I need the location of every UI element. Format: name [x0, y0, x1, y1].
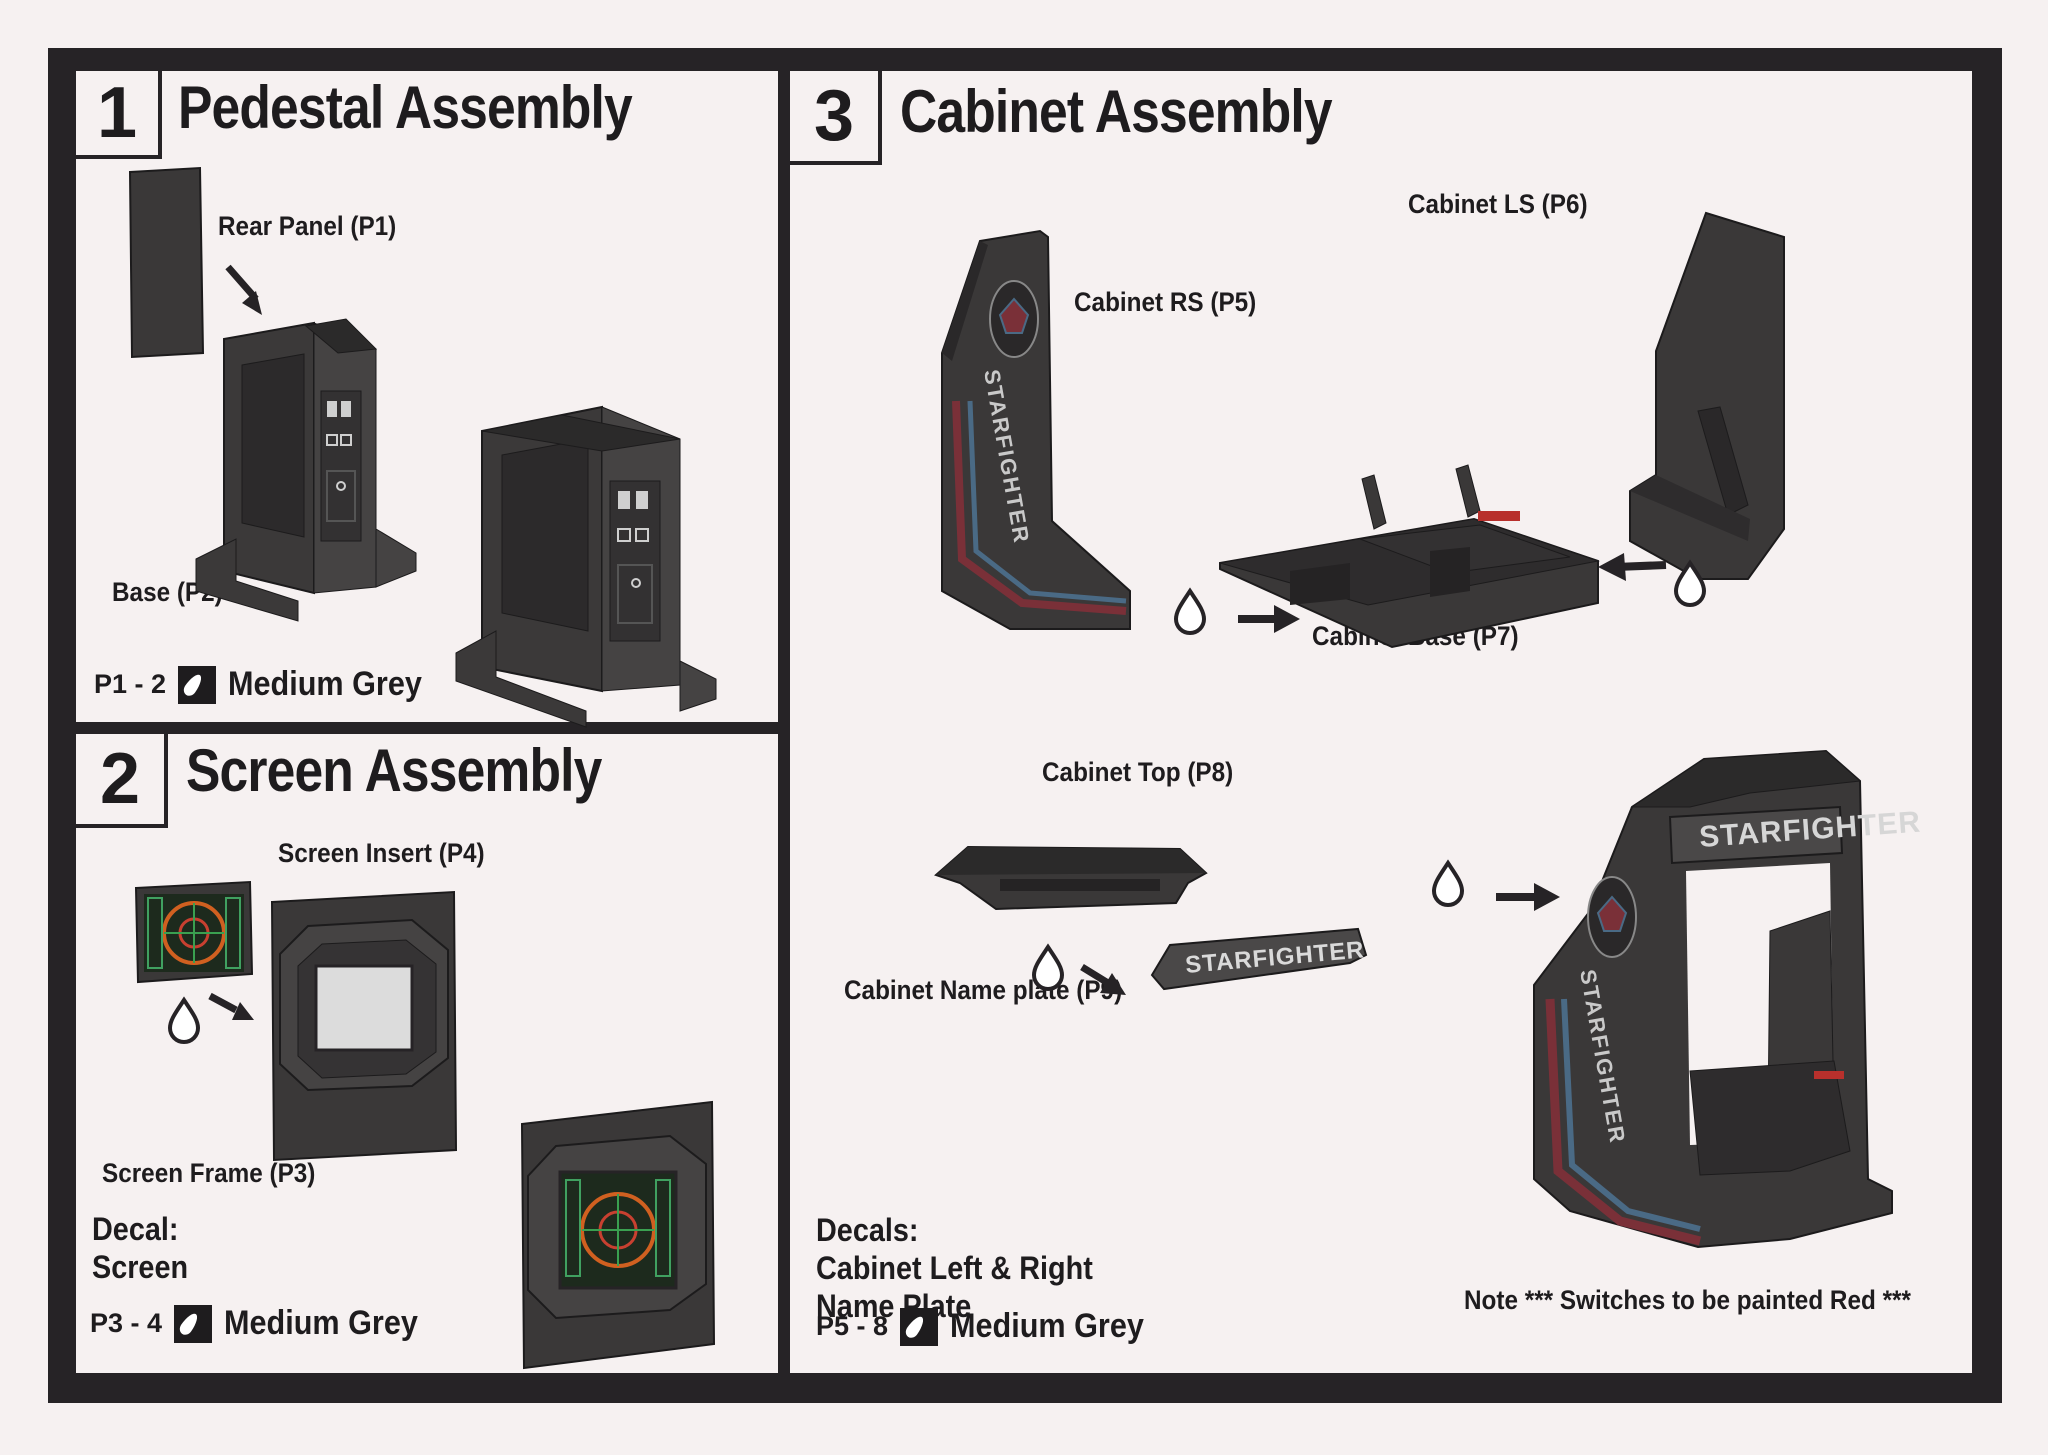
paintbrush-icon — [174, 1304, 213, 1343]
screen-assembled-part — [520, 1100, 716, 1370]
pedestal-assembled-part — [455, 405, 717, 728]
cabinet-title: Cabinet Assembly — [900, 78, 1333, 145]
paint-color: Medium Grey — [228, 665, 422, 703]
screen-frame-part — [270, 890, 458, 1162]
paint-code: P5 - 8 — [816, 1311, 889, 1341]
cabinet-rs-label: Cabinet RS (P5) — [1074, 287, 1257, 317]
instruction-sheet-frame: 1 Pedestal Assembly Rear Panel (P1) Base… — [48, 48, 2002, 1403]
screen-decal-note: Decal: Screen — [92, 1210, 188, 1286]
cabinet-top-label: Cabinet Top (P8) — [1042, 757, 1234, 787]
cabinet-paint-spec: P5 - 8 Medium Grey — [816, 1307, 1165, 1346]
glue-drop-icon — [1174, 589, 1206, 635]
decal-line: Decal: — [92, 1211, 179, 1247]
paintbrush-icon — [178, 665, 217, 704]
screen-parts-illustration — [134, 880, 716, 1370]
name-plate-label: Cabinet Name plate (P9) — [844, 975, 1123, 1005]
paint-color: Medium Grey — [950, 1307, 1144, 1345]
cabinet-ls-label: Cabinet LS (P6) — [1408, 189, 1588, 219]
cabinet-rs-part: STARFIGHTER — [941, 229, 1131, 630]
pedestal-title: Pedestal Assembly — [178, 74, 633, 141]
paintbrush-icon — [900, 1307, 939, 1346]
paint-code: P1 - 2 — [94, 669, 167, 699]
pedestal-base-part — [195, 318, 417, 622]
glue-drop-icon — [1432, 861, 1464, 907]
pedestal-paint-spec: P1 - 2 Medium Grey — [94, 665, 443, 704]
step-number-1: 1 — [76, 71, 162, 159]
name-plate-part: STARFIGHTER — [1150, 927, 1368, 991]
decal-line: Name Plate — [816, 1288, 972, 1324]
cabinet-assembly-panel: 3 Cabinet Assembly Cabinet LS (P6) Cabin… — [790, 71, 1972, 1373]
cabinet-ls-part — [1629, 211, 1785, 580]
glue-drop-icon — [1032, 945, 1064, 991]
screen-insert-label: Screen Insert (P4) — [278, 838, 485, 868]
paint-code: P3 - 4 — [90, 1308, 163, 1338]
step-number-2: 2 — [76, 734, 168, 828]
switches-note: Note *** Switches to be painted Red *** — [1464, 1285, 1911, 1315]
pedestal-assembly-panel: 1 Pedestal Assembly Rear Panel (P1) Base… — [76, 71, 778, 728]
cabinet-base-part — [1219, 464, 1600, 649]
screen-title: Screen Assembly — [186, 737, 602, 804]
cabinet-assembled-part: STARFIGHTER STARFIGHTER — [1533, 749, 1922, 1249]
decal-line: Screen — [92, 1249, 189, 1285]
pedestal-parts-illustration — [128, 166, 717, 728]
step-number-3: 3 — [790, 71, 882, 165]
insert-arrow — [225, 264, 259, 302]
screen-assembly-panel: 2 Screen Assembly Screen Insert (P4) Scr… — [76, 734, 778, 1373]
decal-line: Cabinet Left & Right — [816, 1250, 1093, 1286]
cabinet-decal-note: Decals: Cabinet Left & Right Name Plate — [816, 1211, 1093, 1325]
decal-line: Decals: — [816, 1212, 919, 1248]
cabinet-parts-illustration: STARFIGHTER — [934, 211, 1922, 1249]
rear-panel-label: Rear Panel (P1) — [218, 211, 397, 241]
screen-insert-part — [134, 880, 254, 984]
screen-frame-label: Screen Frame (P3) — [102, 1158, 316, 1188]
glue-drop-icon — [167, 996, 201, 1044]
cabinet-top-part — [934, 845, 1208, 911]
rear-panel-part — [128, 166, 205, 359]
screen-paint-spec: P3 - 4 Medium Grey — [90, 1304, 439, 1343]
paint-color: Medium Grey — [224, 1304, 418, 1342]
